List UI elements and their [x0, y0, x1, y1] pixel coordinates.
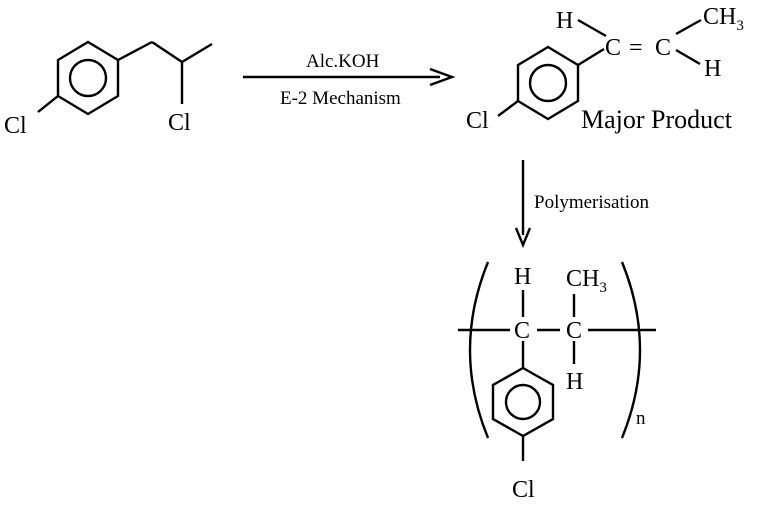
reactant-aromatic-circle	[68, 58, 108, 98]
product-caption: Major Product	[581, 105, 733, 134]
step2-arrow-head	[514, 227, 532, 249]
step2-arrow: Polymerisation	[514, 160, 650, 249]
polymer-h-bottom: H	[566, 369, 583, 395]
product-ring-cl: Cl	[466, 108, 489, 134]
reactant-bond-ring-ch2	[117, 40, 153, 62]
product-methyl: CH3	[703, 4, 744, 34]
polymer-repeat-subscript: n	[636, 408, 646, 429]
product-h-bottom: H	[704, 56, 721, 82]
product-bond-c2-ch3	[675, 18, 702, 36]
polymer-h-top: H	[514, 264, 531, 290]
polymer-aromatic-circle	[504, 383, 542, 421]
product-alkene-c1: C	[605, 35, 621, 61]
polymer-methyl-ch: CH	[566, 266, 599, 292]
reactant-bond-ch-ch3	[181, 42, 213, 64]
product-molecule: H C = C CH3 H Cl Major Product	[466, 4, 744, 134]
polymer-carbon-right: C	[566, 318, 582, 344]
polymer-benzene-ring	[491, 366, 555, 438]
polymer-methyl: CH3	[566, 266, 607, 296]
step1-condition: E-2 Mechanism	[280, 88, 401, 109]
product-bond-c1-h	[577, 18, 607, 38]
product-benzene-ring	[516, 45, 580, 121]
product-h-top: H	[556, 8, 573, 34]
product-aromatic-circle	[528, 63, 568, 103]
polymer-left-bracket	[468, 261, 490, 439]
product-bond-c2-h	[675, 48, 701, 66]
step2-label: Polymerisation	[534, 192, 650, 213]
product-bond-ring-c1	[577, 47, 605, 67]
polymer-carbon-left: C	[514, 318, 530, 344]
reactant-chain-cl: Cl	[168, 110, 191, 136]
reactant-molecule: Cl Cl	[4, 40, 213, 139]
polymer-repeat-unit: H CH3 C C H Cl n	[458, 261, 656, 503]
reactant-ring-cl: Cl	[4, 113, 27, 139]
reactant-benzene-ring	[56, 40, 120, 116]
step1-arrow: Alc.KOH E-2 Mechanism	[243, 51, 456, 109]
product-double-bond: =	[629, 35, 643, 61]
reactant-bond-ring-cl	[37, 95, 59, 113]
polymer-ring-cl: Cl	[512, 477, 535, 503]
product-methyl-subscript: 3	[736, 18, 744, 34]
product-alkene-c2: C	[655, 35, 671, 61]
step1-arrow-head	[429, 67, 456, 87]
polymer-methyl-subscript: 3	[599, 280, 607, 296]
product-methyl-ch: CH	[703, 4, 736, 30]
polymer-right-bracket	[620, 261, 642, 439]
step1-reagent: Alc.KOH	[306, 51, 380, 72]
product-bond-ring-cl	[497, 100, 519, 117]
reactant-bond-ch2-ch	[151, 41, 183, 63]
